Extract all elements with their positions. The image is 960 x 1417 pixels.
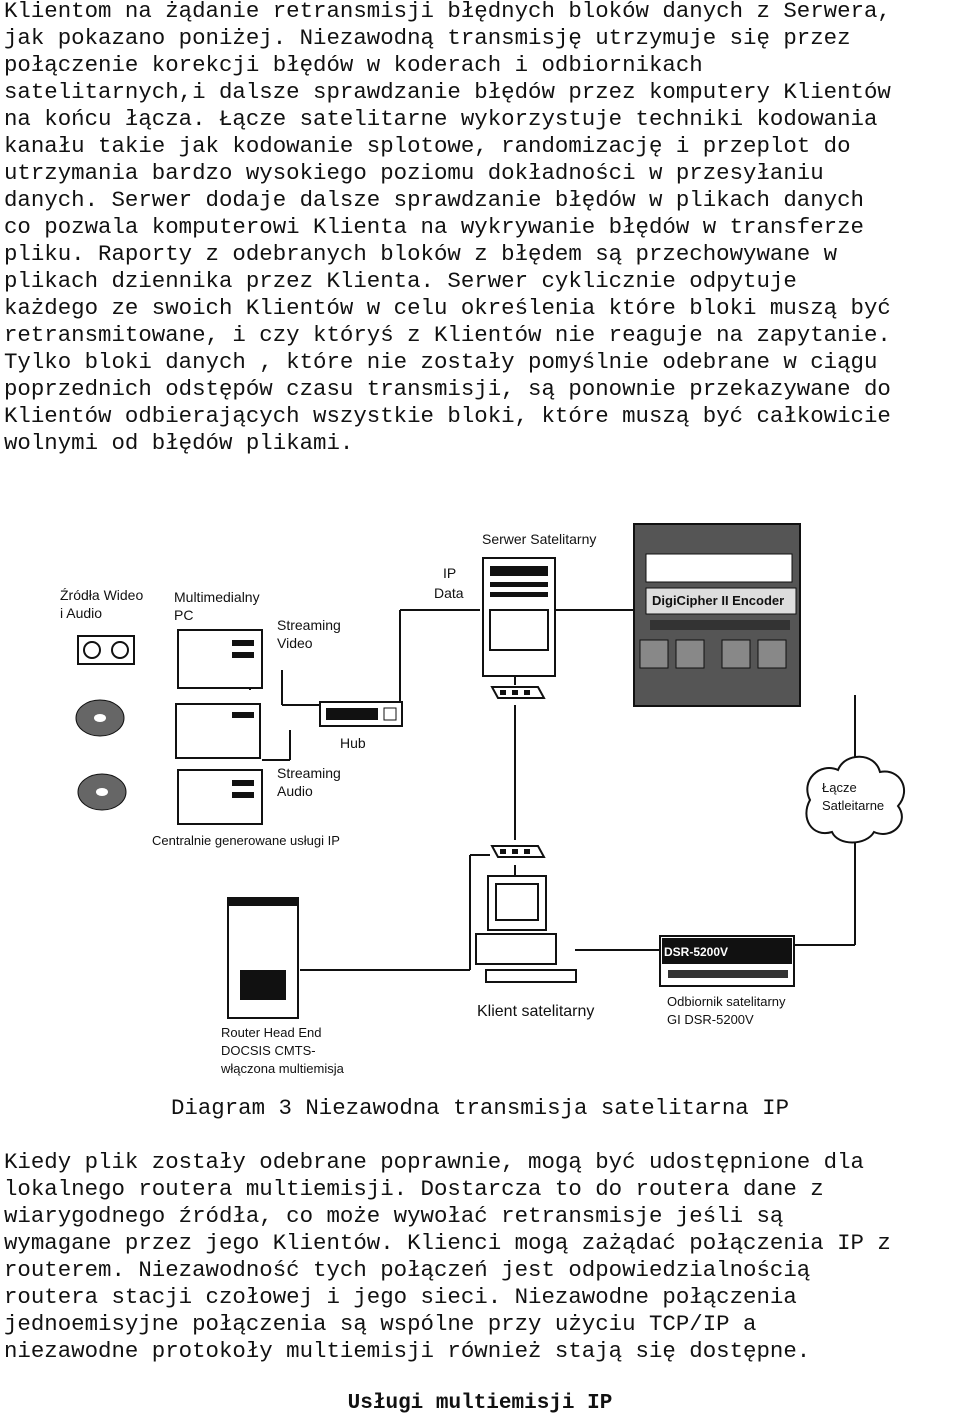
disc-icon bbox=[75, 699, 125, 737]
hub-icon bbox=[319, 701, 403, 727]
body-paragraph: Kiedy plik zostały odebrane poprawnie, m… bbox=[4, 1149, 956, 1365]
section-heading: Usługi multiemisji IP bbox=[347, 1392, 613, 1415]
receiver-label-line2: GI DSR-5200V bbox=[667, 1012, 754, 1027]
text-line: routerem. Niezawodność tych połączeń jes… bbox=[4, 1257, 811, 1283]
text-line: utrzymania bardzo wysokiego poziomu dokł… bbox=[4, 160, 824, 186]
network-node-icon bbox=[490, 686, 546, 699]
receiver-panel-label: DSR-5200V bbox=[664, 945, 728, 959]
text-line: routera stacji czołowej i jego sieci. Ni… bbox=[4, 1284, 797, 1310]
text-line: pliku. Raporty z odebranych bloków z błę… bbox=[4, 241, 838, 267]
client-pc-icon bbox=[475, 875, 577, 983]
sources-label-line2: i Audio bbox=[60, 605, 102, 621]
text-line: retransmitowane, i czy któryś z Klientów… bbox=[4, 322, 891, 348]
multimedia-pc-label-line2: PC bbox=[174, 607, 193, 623]
text-line: plikach dziennika przez Klienta. Serwer … bbox=[4, 268, 797, 294]
central-services-label: Centralnie generowane usługi IP bbox=[152, 833, 340, 848]
streaming-video-label-line1: Streaming bbox=[277, 617, 341, 633]
intro-paragraph: Klientom na żądanie retransmisji błędnyc… bbox=[4, 0, 956, 457]
diagram-caption: Diagram 3 Niezawodna transmisja satelita… bbox=[170, 1095, 790, 1121]
disc-icon bbox=[77, 773, 127, 811]
text-line: kanału takie jak kodowanie splotowe, ran… bbox=[4, 133, 851, 159]
text-line: niezawodne protokoły multiemisji również… bbox=[4, 1338, 811, 1364]
text-line: jednoemisyjne połączenia są wspólne przy… bbox=[4, 1311, 757, 1337]
text-line: Kiedy plik zostały odebrane poprawnie, m… bbox=[4, 1149, 864, 1175]
text-line: połączenie korekcji błędów w koderach i … bbox=[4, 52, 703, 78]
sources-label-line1: Źródła Wideo bbox=[60, 587, 143, 603]
pc-tower-icon bbox=[175, 703, 261, 759]
router-label-line1: Router Head End bbox=[221, 1025, 321, 1040]
multimedia-pc-icon bbox=[177, 629, 263, 689]
pc-tower-icon bbox=[177, 769, 263, 825]
satellite-link-cloud-icon bbox=[805, 755, 905, 844]
text-line: Klientów odbierających wszystkie bloki, … bbox=[4, 403, 891, 429]
receiver-label-line1: Odbiornik satelitarny bbox=[667, 994, 786, 1009]
text-line: wymagane przez jego Klientów. Klienci mo… bbox=[4, 1230, 891, 1256]
text-line: Tylko bloki danych , które nie zostały p… bbox=[4, 349, 878, 375]
client-label: Klient satelitarny bbox=[477, 1003, 594, 1020]
satellite-link-label-line1: Łącze bbox=[822, 780, 857, 795]
streaming-audio-label-line1: Streaming bbox=[277, 765, 341, 781]
text-line: na końcu łącza. Łącze satelitarne wykorz… bbox=[4, 106, 878, 132]
router-tower-icon bbox=[227, 897, 299, 1019]
ip-label: IP bbox=[443, 565, 456, 581]
text-line: satelitarnych,i dalsze sprawdzanie błędó… bbox=[4, 79, 891, 105]
text-line: każdego ze swoich Klientów w celu określ… bbox=[4, 295, 891, 321]
satellite-link-label-line2: Satleitarne bbox=[822, 798, 884, 813]
text-line: lokalnego routera multiemisji. Dostarcza… bbox=[4, 1176, 824, 1202]
satellite-server bbox=[482, 557, 556, 677]
tape-deck-icon bbox=[77, 635, 135, 665]
hub-label: Hub bbox=[340, 735, 366, 751]
router-label-line3: włączona multiemisja bbox=[220, 1061, 345, 1076]
text-line: co pozwala komputerowi Klienta na wykryw… bbox=[4, 214, 864, 240]
encoder-label: DigiCipher II Encoder bbox=[652, 593, 784, 608]
text-line: wolnymi od błędów plikami. bbox=[4, 430, 354, 456]
streaming-audio-label-line2: Audio bbox=[277, 783, 313, 799]
network-diagram: Serwer Satelitarny IP Data DigiCipher II… bbox=[60, 523, 905, 1076]
router-label-line2: DOCSIS CMTS- bbox=[221, 1043, 316, 1058]
satellite-receiver-icon bbox=[659, 935, 795, 987]
satellite-server-label: Serwer Satelitarny bbox=[482, 531, 596, 547]
data-label: Data bbox=[434, 585, 464, 601]
encoder-rack bbox=[633, 523, 801, 707]
text-line: wiarygodnego źródła, co może wywołać ret… bbox=[4, 1203, 784, 1229]
network-node-icon bbox=[490, 845, 546, 858]
streaming-video-label-line2: Video bbox=[277, 635, 313, 651]
multimedia-pc-label-line1: Multimedialny bbox=[174, 589, 260, 605]
text-line: Klientom na żądanie retransmisji błędnyc… bbox=[4, 0, 891, 24]
text-line: danych. Serwer dodaje dalsze sprawdzanie… bbox=[4, 187, 864, 213]
text-line: jak pokazano poniżej. Niezawodną transmi… bbox=[4, 25, 851, 51]
text-line: poprzednich odstępów czasu transmisji, s… bbox=[4, 376, 891, 402]
